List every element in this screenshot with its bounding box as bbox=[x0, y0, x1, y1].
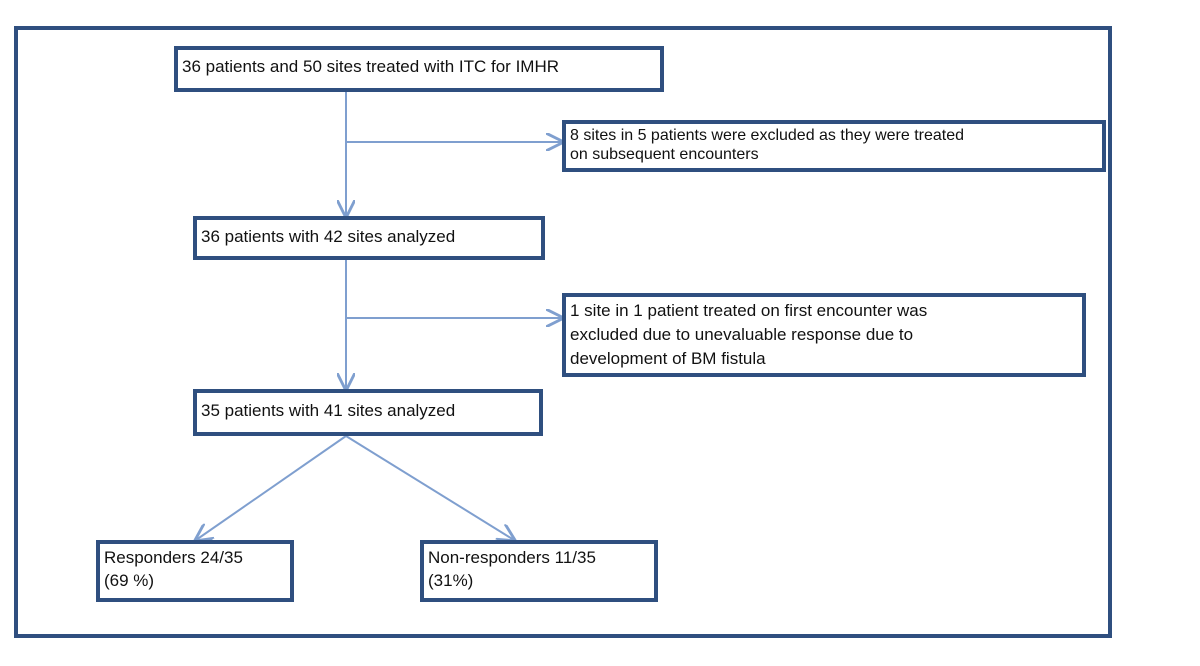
node-analyzed-2: 35 patients with 41 sites analyzed bbox=[193, 389, 543, 436]
diagram-frame bbox=[14, 26, 1112, 638]
arrow-to-responders bbox=[196, 435, 347, 540]
node-excluded-2: 1 site in 1 patient treated on first enc… bbox=[562, 293, 1086, 377]
node-non-responders: Non-responders 11/35 (31%) bbox=[420, 540, 658, 602]
node-start: 36 patients and 50 sites treated with IT… bbox=[174, 46, 664, 92]
node-responders: Responders 24/35 (69 %) bbox=[96, 540, 294, 602]
node-analyzed-1: 36 patients with 42 sites analyzed bbox=[193, 216, 545, 260]
node-excluded-1: 8 sites in 5 patients were excluded as t… bbox=[562, 120, 1106, 172]
arrow-to-non-responders bbox=[345, 435, 514, 540]
